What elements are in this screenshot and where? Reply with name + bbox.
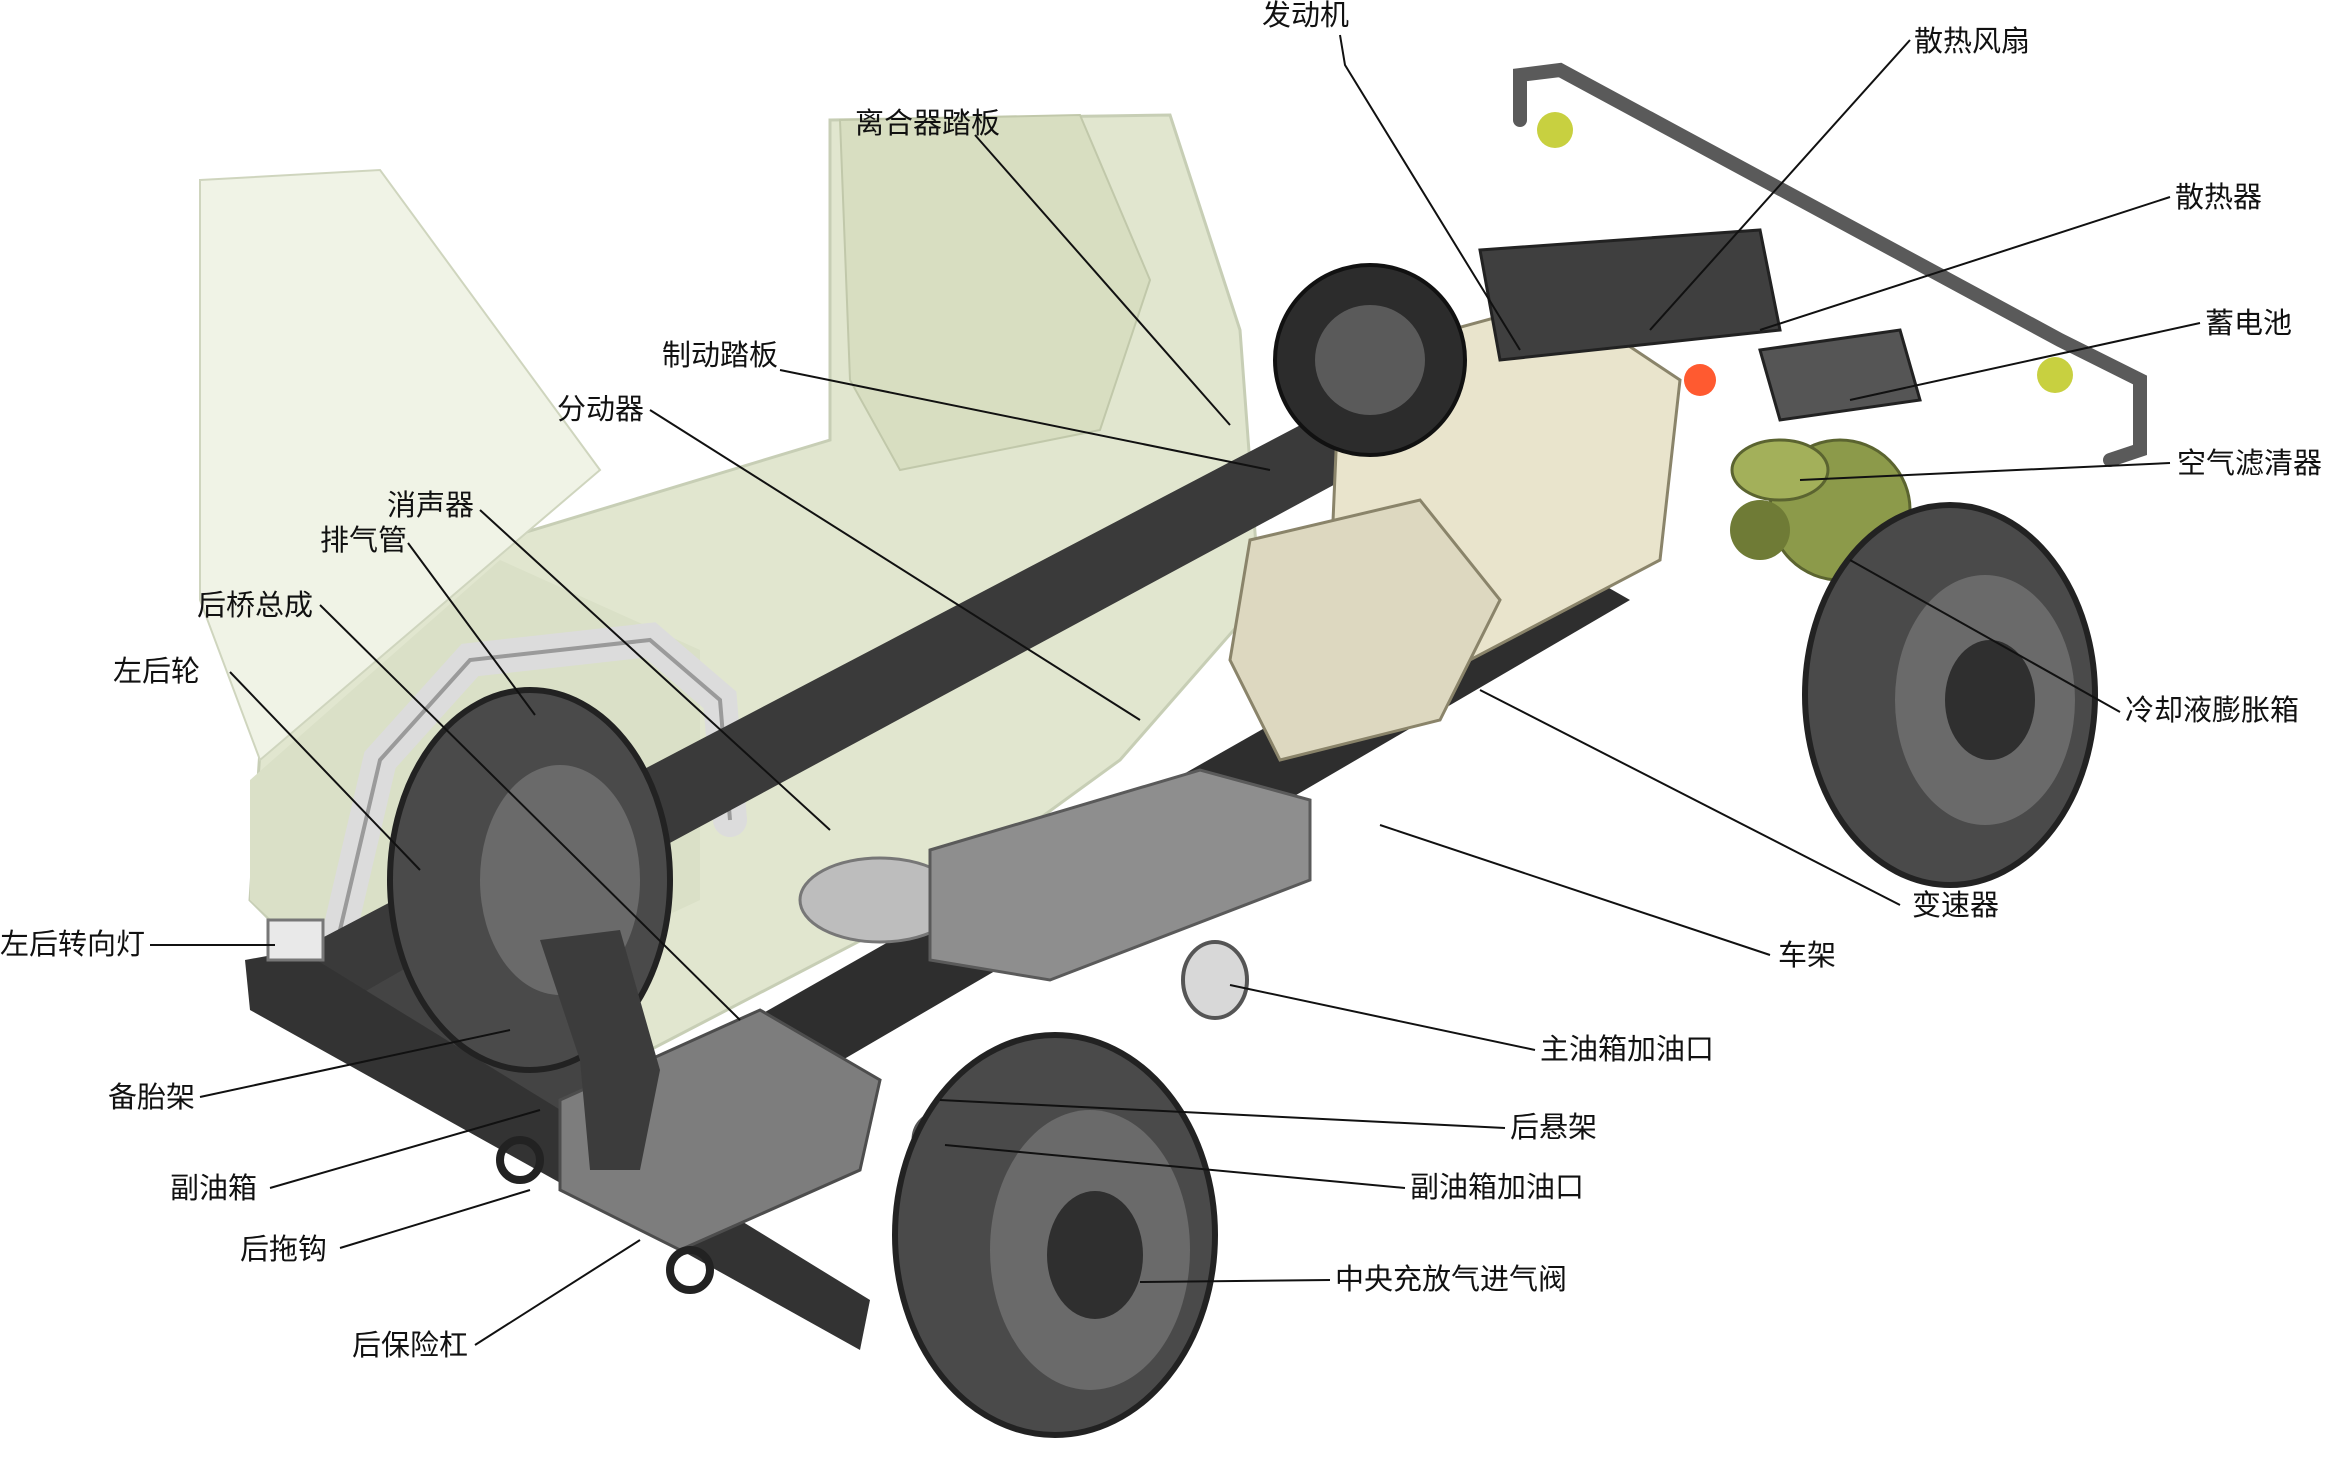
leader-lines (150, 34, 2201, 1346)
label-spare-tire-carrier: 备胎架 (108, 1080, 196, 1114)
label-frame: 车架 (1778, 938, 1837, 972)
label-left-rear-wheel: 左后轮 (113, 654, 201, 688)
label-muffler: 消声器 (387, 488, 475, 522)
radiator-shape (1478, 228, 1782, 362)
leader-aux-fuel-filler (944, 1144, 1406, 1189)
leader-muffler (479, 509, 831, 831)
leader-left-rear-wheel (229, 671, 421, 871)
label-cti-valve: 中央充放气进气阀 (1335, 1262, 1568, 1296)
label-transfer-case: 分动器 (557, 392, 645, 426)
label-main-fuel-filler: 主油箱加油口 (1540, 1032, 1715, 1066)
leader-radiator (1759, 196, 2171, 331)
leader-aux-fuel-tank (269, 1109, 541, 1189)
label-exhaust-pipe: 排气管 (320, 523, 408, 557)
leader-exhaust-pipe (407, 542, 536, 716)
leader-transmission (1479, 689, 1901, 906)
leader-battery (1849, 322, 2201, 401)
label-transmission: 变速器 (1912, 888, 2000, 922)
leader-coolant-tank (1849, 559, 2121, 713)
battery-shape (1758, 328, 1922, 422)
label-coolant-tank: 冷却液膨胀箱 (2125, 693, 2300, 727)
leader-radiator-fan (1649, 39, 1911, 331)
label-rear-axle: 后桥总成 (197, 588, 314, 622)
wheel-front-right (1802, 502, 2098, 888)
label-brake-pedal: 制动踏板 (662, 338, 779, 372)
label-left-rear-turn-light: 左后转向灯 (0, 927, 146, 961)
label-battery: 蓄电池 (2205, 306, 2293, 340)
leader-frame (1379, 824, 1771, 956)
label-radiator: 散热器 (2175, 180, 2263, 214)
label-radiator-fan: 散热风扇 (1914, 24, 2031, 58)
bull-bar-shape (1513, 62, 2147, 467)
main-fuel-filler-shape (1181, 940, 1249, 1020)
tow-hook-shape (496, 1136, 544, 1184)
label-clutch-pedal: 离合器踏板 (855, 106, 1001, 140)
leader-spare-tire-carrier (199, 1029, 511, 1098)
left-rear-turn-light-shape (266, 918, 325, 962)
main-fuel-tank-shape (928, 768, 1312, 982)
leader-transfer-case (649, 409, 1141, 721)
leader-rear-tow-hook (339, 1189, 531, 1249)
label-aux-fuel-tank: 副油箱 (170, 1171, 258, 1205)
leader-main-fuel-filler (1229, 984, 1536, 1051)
label-rear-tow-hook: 后拖钩 (240, 1232, 328, 1266)
label-engine: 发动机 (1262, 0, 1350, 32)
leader-rear-bumper (474, 1239, 641, 1346)
label-rear-suspension: 后悬架 (1510, 1110, 1598, 1144)
label-aux-fuel-filler: 副油箱加油口 (1410, 1170, 1585, 1204)
leader-engine (1339, 34, 1521, 351)
leader-brake-pedal (779, 369, 1271, 471)
label-air-filter: 空气滤清器 (2177, 446, 2323, 480)
transmission-shape (1228, 498, 1502, 762)
leader-clutch-pedal (974, 134, 1231, 426)
leader-cti-valve (1139, 1279, 1331, 1283)
leader-rear-suspension (939, 1099, 1506, 1129)
leader-rear-axle (319, 604, 741, 1021)
rear-bumper-shape (245, 950, 870, 1350)
leader-air-filter (1799, 462, 2171, 481)
spare-tire-carrier-shape (540, 930, 660, 1170)
wheel-rear-right (892, 1032, 1218, 1438)
label-rear-bumper: 后保险杠 (352, 1328, 469, 1362)
